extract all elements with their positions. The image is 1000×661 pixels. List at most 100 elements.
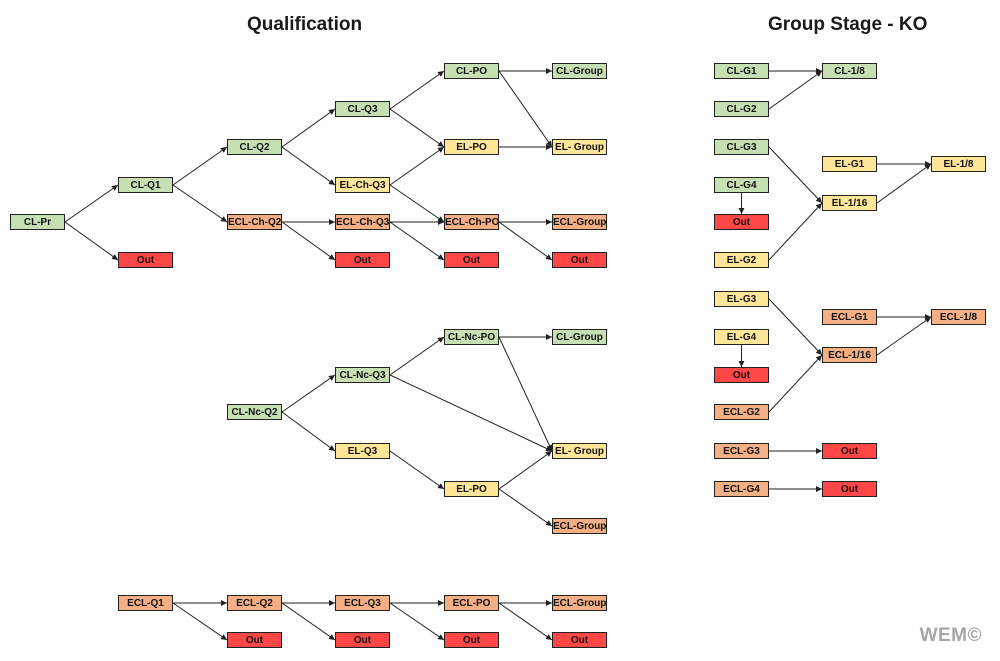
node-e-out2: Out [335, 632, 390, 648]
node-q-elgroup1: EL- Group [552, 139, 607, 155]
node-label: CL-G3 [726, 142, 757, 153]
node-q-out2: Out [335, 252, 390, 268]
node-label: EL-Q3 [347, 446, 378, 457]
edge-g-elg3-to-g-ecl116 [768, 298, 823, 356]
node-g-out2: Out [714, 367, 769, 383]
node-label: ECL-Group [553, 217, 607, 228]
node-g-eclg4: ECL-G4 [714, 481, 769, 497]
edge-q-clq1-to-q-eclchq2 [172, 184, 228, 223]
node-e-eclq2: ECL-Q2 [227, 595, 282, 611]
node-g-clg1: CL-G1 [714, 63, 769, 79]
edge-n-clncq3-to-n-elgroup [389, 374, 553, 452]
edge-g-ecl116-to-g-ecl18 [876, 316, 932, 356]
node-q-clpo: CL-PO [444, 63, 499, 79]
node-g-clg3: CL-G3 [714, 139, 769, 155]
edge-n-elpo-to-n-elgroup [498, 450, 553, 490]
node-label: CL-Nc-Q3 [339, 370, 386, 381]
node-label: ECL-Ch-PO [445, 217, 499, 228]
node-g-ecl18: ECL-1/8 [931, 309, 986, 325]
node-label: Out [840, 446, 859, 457]
node-label: EL-Ch-Q3 [339, 180, 386, 191]
node-label: Out [462, 255, 481, 266]
node-label: ECL-G3 [723, 446, 760, 457]
edge-q-clq3-to-q-elpo1 [389, 108, 445, 148]
node-q-clq2: CL-Q2 [227, 139, 282, 155]
edge-q-clq2-to-q-clq3 [281, 108, 336, 148]
node-e-out4: Out [552, 632, 607, 648]
node-g-elg1: EL-G1 [822, 156, 877, 172]
node-label: Out [840, 484, 859, 495]
node-g-clg4: CL-G4 [714, 177, 769, 193]
edge-e-eclq3-to-e-out3 [389, 602, 445, 641]
node-g-ecl116: ECL-1/16 [822, 347, 877, 363]
qualification-title: Qualification [247, 14, 363, 35]
node-label: Out [462, 635, 481, 646]
node-q-out3: Out [444, 252, 499, 268]
node-label: CL-Nc-PO [447, 332, 496, 343]
node-label: CL-G4 [726, 180, 757, 191]
node-q-clq3: CL-Q3 [335, 101, 390, 117]
node-q-eclgroup1: ECL-Group [552, 214, 607, 230]
node-label: ECL-Q2 [236, 598, 273, 609]
node-label: Out [353, 635, 372, 646]
node-n-elpo: EL-PO [444, 481, 499, 497]
node-label: CL-Pr [23, 217, 52, 228]
node-label: ECL-Q3 [344, 598, 381, 609]
node-label: ECL-1/16 [828, 350, 871, 361]
node-label: CL-Nc-Q2 [231, 407, 278, 418]
node-g-eclg1: ECL-G1 [822, 309, 877, 325]
edge-e-eclpo-to-e-out4 [498, 602, 553, 641]
node-label: Out [136, 255, 155, 266]
node-label: EL-1/16 [831, 198, 868, 209]
node-q-clgroup1: CL-Group [552, 63, 607, 79]
node-label: EL- Group [555, 446, 604, 457]
node-n-clncpo: CL-Nc-PO [444, 329, 499, 345]
node-g-elg3: EL-G3 [714, 291, 769, 307]
node-label: ECL-PO [452, 598, 491, 609]
node-label: ECL-Ch-Q3 [336, 217, 390, 228]
edge-q-eclchq3-to-q-out3 [389, 221, 445, 261]
edge-q-clq2-to-q-elchq3 [281, 146, 336, 186]
node-q-eclchpo: ECL-Ch-PO [444, 214, 499, 230]
node-g-out3: Out [822, 443, 877, 459]
edge-n-clncpo-to-n-elgroup [498, 336, 553, 452]
node-e-eclpo: ECL-PO [444, 595, 499, 611]
node-label: ECL-Ch-Q2 [228, 217, 282, 228]
node-label: Out [732, 217, 751, 228]
node-n-elgroup: EL- Group [552, 443, 607, 459]
node-label: ECL-Q1 [127, 598, 164, 609]
node-label: Out [245, 635, 264, 646]
node-label: EL-G2 [726, 255, 757, 266]
node-g-el116: EL-1/16 [822, 195, 877, 211]
node-g-cl18: CL-1/8 [822, 63, 877, 79]
node-label: ECL-Group [553, 521, 607, 532]
edge-g-eclg2-to-g-ecl116 [768, 354, 823, 413]
node-label: ECL-1/8 [939, 312, 978, 323]
node-g-elg2: EL-G2 [714, 252, 769, 268]
node-label: EL-1/8 [943, 159, 974, 170]
node-label: Out [570, 635, 589, 646]
edge-g-el116-to-g-el18 [876, 163, 932, 204]
edge-n-elpo-to-n-eclgroup [498, 488, 553, 527]
edge-n-clncq3-to-n-clncpo [389, 336, 445, 376]
node-e-eclgroup: ECL-Group [552, 595, 607, 611]
node-label: EL-G1 [834, 159, 865, 170]
edge-q-clq1-to-q-clq2 [172, 146, 228, 186]
node-e-eclq1: ECL-Q1 [118, 595, 173, 611]
node-g-out4: Out [822, 481, 877, 497]
edge-g-clg3-to-g-el116 [768, 146, 823, 204]
node-q-out1: Out [118, 252, 173, 268]
node-label: CL-G2 [726, 104, 757, 115]
edge-n-clncq2-to-n-elq3 [281, 411, 336, 452]
edge-q-clpr-to-q-clq1 [64, 184, 119, 223]
node-label: ECL-Group [553, 598, 607, 609]
edge-g-clg2-to-g-cl18 [768, 70, 823, 110]
node-label: Out [353, 255, 372, 266]
node-label: EL- Group [555, 142, 604, 153]
edge-q-eclchq2-to-q-out2 [281, 221, 336, 261]
node-q-out4: Out [552, 252, 607, 268]
node-q-eclchq3: ECL-Ch-Q3 [335, 214, 390, 230]
node-n-clncq2: CL-Nc-Q2 [227, 404, 282, 420]
group-stage-title: Group Stage - KO [768, 14, 928, 35]
